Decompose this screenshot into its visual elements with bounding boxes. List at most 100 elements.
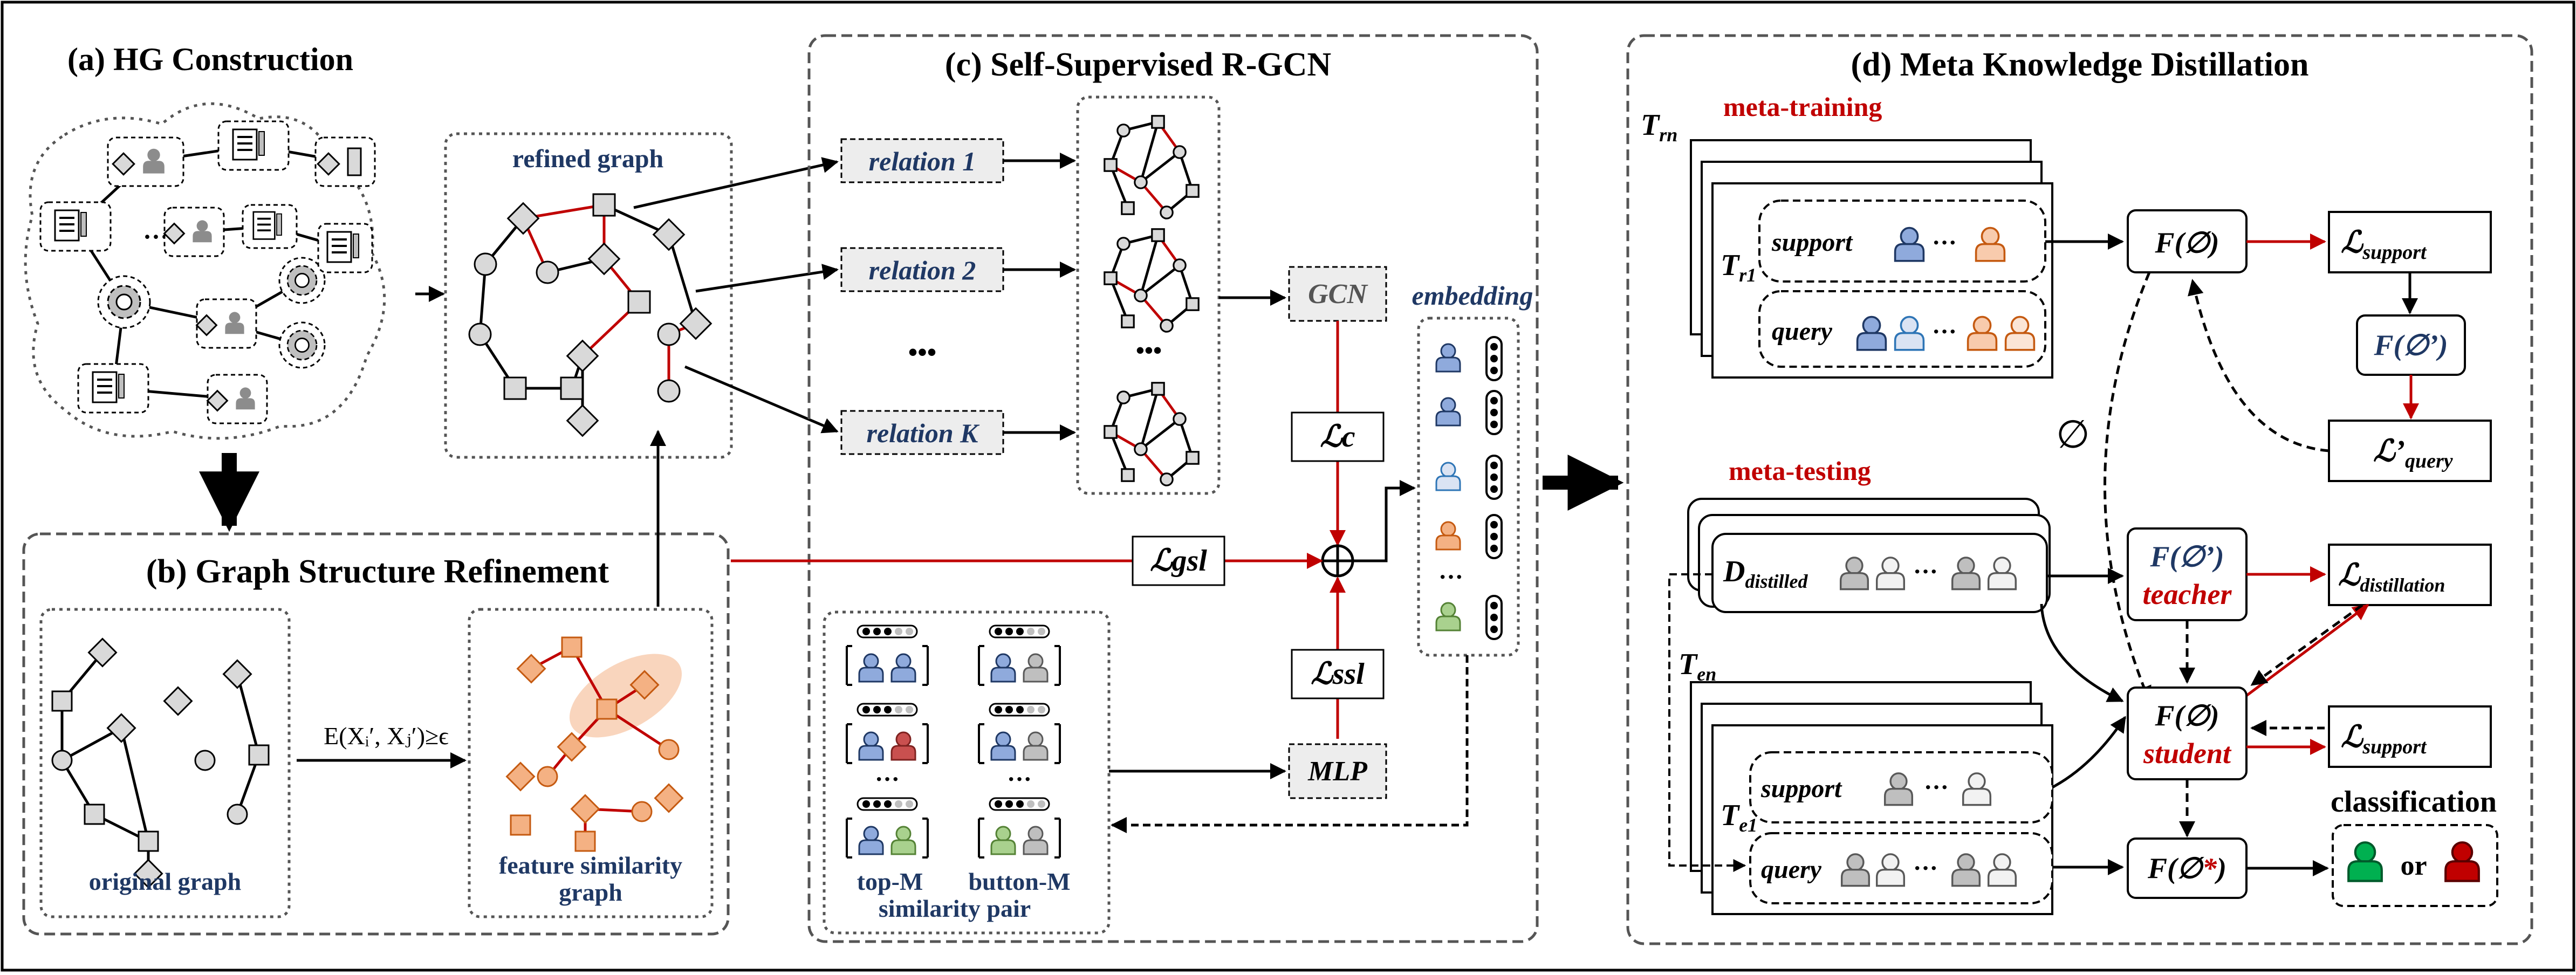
loss-c-label: ℒc (1320, 420, 1355, 454)
query-train-dots: ··· (1932, 318, 1957, 345)
embedding-box (1417, 317, 1520, 657)
top-pair-2 (846, 703, 929, 764)
loss-c-box: ℒc (1291, 411, 1385, 462)
embedding-person-2 (1435, 397, 1461, 427)
gcn-label: GCN (1308, 279, 1368, 310)
l-support-box-test: ℒsupport (2328, 705, 2492, 768)
panel-d-title: (d) Meta Knowledge Distillation (1851, 46, 2309, 83)
arrow-ldistill-to-student (2250, 603, 2363, 686)
feature-graph-box (468, 608, 714, 918)
student-label: student (2143, 737, 2232, 770)
embedding-person-4 (1435, 521, 1461, 551)
distilled-card-front (1711, 533, 2048, 613)
refined-graph-label: refined graph (512, 145, 663, 173)
embedding-vector-2 (1485, 390, 1503, 435)
loss-ssl-box: ℒssl (1291, 649, 1385, 699)
phi-label: ∅ (2056, 413, 2090, 456)
original-graph-label: original graph (89, 868, 241, 895)
query-test-dots: ··· (1913, 854, 1938, 882)
embedding-person-3 (1435, 462, 1461, 491)
hg-cloud-outline (24, 102, 386, 440)
support-train-dots: ··· (1932, 229, 1957, 256)
distilled-dots: ··· (1913, 558, 1938, 585)
f-star-label: F(∅*) (2147, 852, 2226, 884)
top-pair-m (846, 797, 929, 859)
meta-testing-label: meta-testing (1729, 456, 1871, 486)
classification-label: classification (2331, 785, 2497, 819)
panel-a: (a) HG Construction ··· (24, 42, 445, 532)
pair-grid: ··· ··· (846, 624, 1061, 859)
top-pair-1 (846, 624, 929, 686)
similarity-pairs-box (823, 610, 1111, 935)
f-phi-prime-box: F(∅’) (2356, 314, 2466, 376)
teacher-label: teacher (2143, 578, 2232, 610)
arrow-lquery-to-f (2188, 279, 2330, 452)
loss-gsl-label: ℒgsl (1150, 544, 1207, 578)
panel-d: (d) Meta Knowledge Distillation meta-tra… (1626, 34, 2533, 945)
sum-node (1321, 544, 1354, 578)
query-label-train: query (1772, 317, 1833, 346)
feature-similarity-label: feature similarity (499, 852, 682, 879)
feature-graph-label: graph (559, 878, 622, 906)
embedding-label: embedding (1412, 280, 1533, 311)
support-label-test: support (1760, 774, 1842, 803)
loss-gsl-box: ℒgsl (1132, 535, 1225, 586)
meta-training-label: meta-training (1723, 92, 1882, 122)
gcn-box: GCN (1288, 266, 1387, 322)
mlp-box: MLP (1288, 743, 1387, 799)
pairs-dots-right: ··· (1007, 765, 1032, 793)
pairs-dots-left: ··· (875, 765, 900, 793)
arrow-distilled-to-query (1668, 573, 1746, 872)
relation-k-label: relation K (867, 418, 981, 448)
t-rn-label: Trn (1641, 108, 1677, 146)
refined-nodes (468, 193, 712, 437)
relation-graph-1 (1105, 116, 1198, 218)
l-support-box-train: ℒsupport (2328, 211, 2492, 273)
relation-dots: ••• (908, 337, 937, 367)
embedding-vector-4 (1485, 514, 1503, 559)
d-distilled-label: Ddistilled (1723, 555, 1808, 592)
relation-2-box: relation 2 (840, 247, 1004, 292)
f-phi-label-train: F(∅) (2154, 226, 2219, 259)
embedding-person-5 (1435, 602, 1461, 631)
arrow-to-relation-k (684, 365, 839, 434)
button-m-label: button-M (968, 868, 1070, 895)
panel-b: (b) Graph Structure Refinement (22, 430, 730, 936)
l-query-label: ℒ’query (2373, 435, 2453, 472)
embedding-rows: ··· (1435, 336, 1503, 640)
top-m-label: top-M (857, 868, 923, 895)
support-test-dots: ··· (1924, 773, 1949, 801)
l-distillation-label: ℒdistillation (2338, 559, 2445, 596)
arrow-distilled-to-student (2040, 603, 2124, 703)
original-graph-box (39, 608, 291, 918)
relation-graphs-dots: ••• (1136, 337, 1162, 364)
arrow-embedding-to-pairs (1111, 655, 1469, 833)
embedding-vector-3 (1485, 455, 1503, 500)
feature-nodes (505, 636, 684, 852)
hg-nodes: ··· (39, 120, 376, 424)
relation-k-box: relation K (840, 410, 1004, 455)
relation-2-label: relation 2 (869, 255, 976, 285)
embedding-dots: ··· (1438, 563, 1463, 591)
arrow-sum-to-embedding (1353, 480, 1416, 562)
relation-1-label: relation 1 (869, 146, 976, 176)
l-support-label-test: ℒsupport (2341, 720, 2427, 758)
arrow-to-relation-1 (633, 157, 839, 209)
l-query-box: ℒ’query (2328, 420, 2492, 482)
arrow-phi-transfer (2104, 272, 2152, 703)
t-e1-label: Te1 (1721, 799, 1757, 836)
l-support-label-train: ℒsupport (2341, 226, 2427, 264)
panel-c-title: (c) Self-Supervised R-GCN (945, 46, 1331, 83)
relation-graph-k (1105, 383, 1198, 485)
original-edges (60, 651, 261, 874)
bottom-pair-m (978, 797, 1061, 859)
panel-c: (c) Self-Supervised R-GCN relation 1 rel… (731, 34, 1539, 943)
f-phi-box-train: F(∅) (2127, 209, 2248, 273)
query-label-test: query (1761, 855, 1822, 884)
refined-graph-box: refined graph (444, 132, 839, 459)
bottom-pair-1 (978, 624, 1061, 686)
l-distillation-box: ℒdistillation (2328, 544, 2492, 606)
t-en-label: Ten (1678, 648, 1716, 685)
